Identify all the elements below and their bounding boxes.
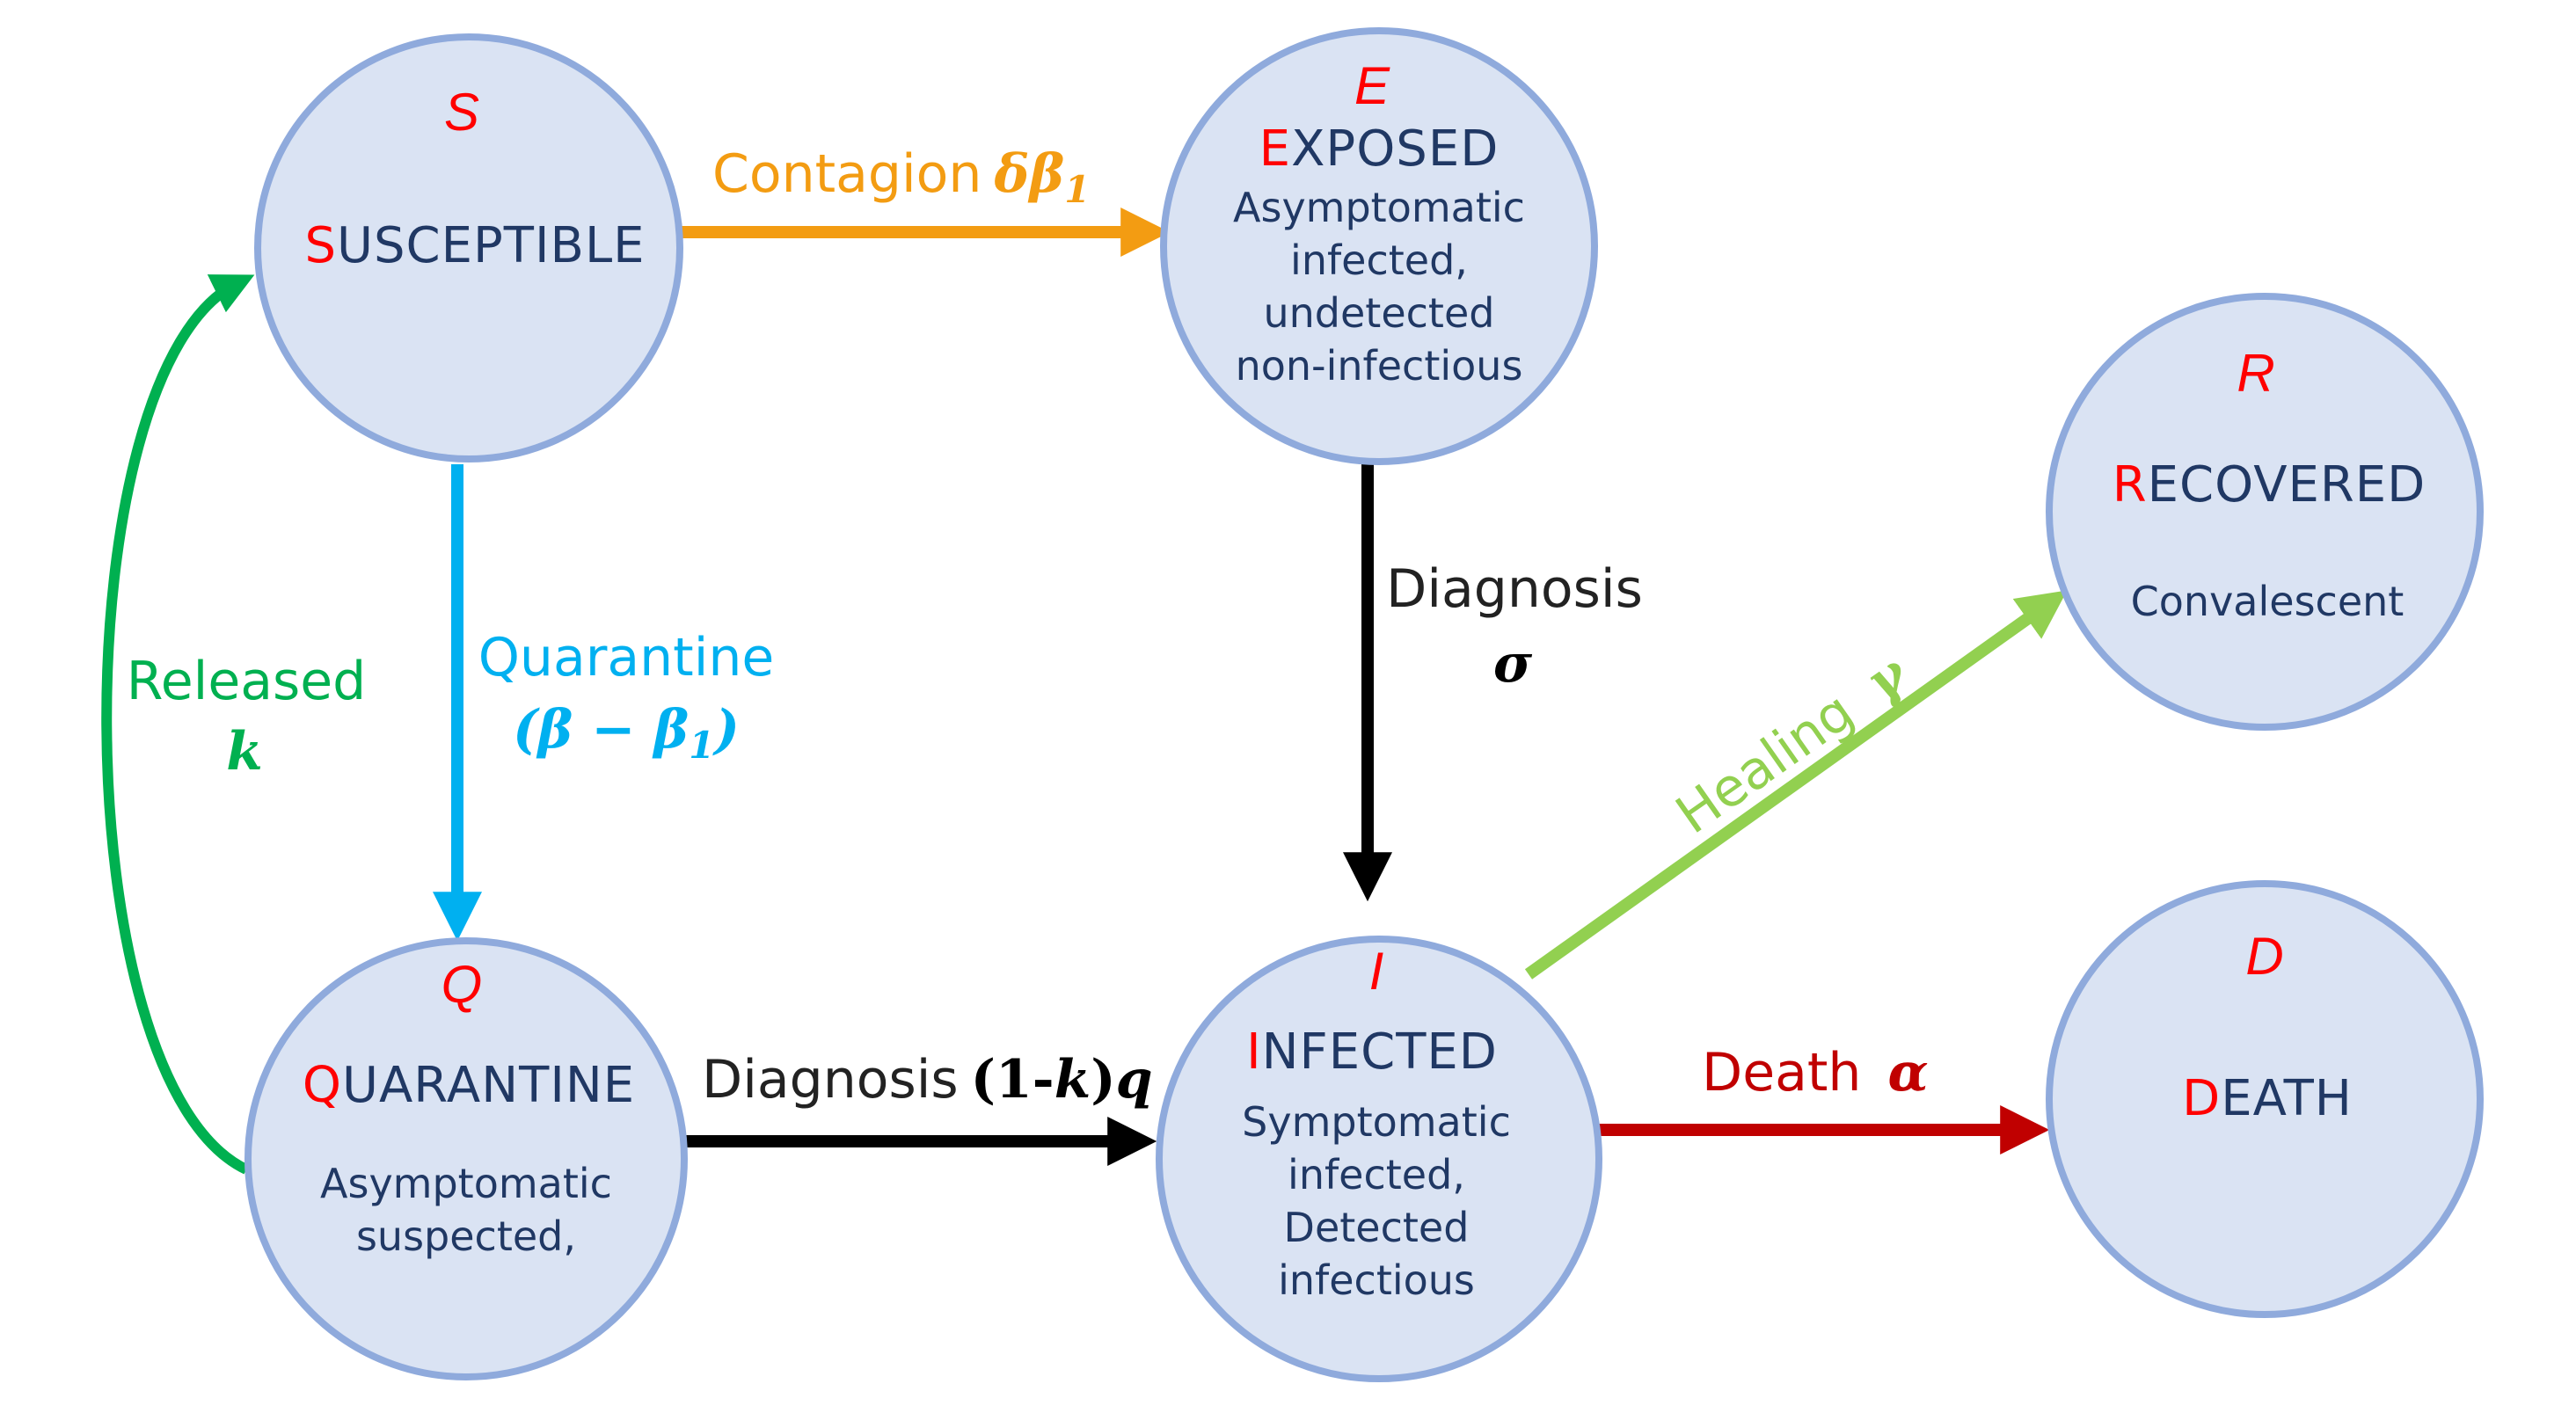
node-quarantine-rest: UARANTINE [342,1057,635,1114]
healing-label: Healingγ [1665,642,1919,846]
quarantine-formula: (β − β1) [513,699,740,767]
node-quarantine-title: QUARANTINE [303,1057,635,1114]
node-recovered-circle [2046,293,2484,731]
node-recovered-initial: R [2113,456,2148,513]
node-death-title: DEATH [2182,1070,2353,1127]
node-quarantine-initial: Q [303,1057,342,1114]
node-quarantine-desc-2: suspected, [356,1213,576,1260]
node-exposed-title: EXPOSED [1259,120,1500,178]
node-infected-symbol: I [1369,942,1384,1001]
node-quarantine: Q QUARANTINE Asymptomatic suspected, [244,937,688,1380]
diagnosis-q-word: Diagnosis [702,1049,959,1111]
node-infected-desc-1: Symptomatic [1242,1098,1511,1146]
node-susceptible-title: SUSCEPTIBLE [304,217,645,274]
contagion-symbol: δβ [993,143,1064,205]
diagnosis-q-f1: (1- [971,1049,1054,1111]
node-recovered-symbol: R [2237,344,2274,403]
diagnosis-q-f2: k [1054,1049,1091,1111]
diagnosis-q-f3: ) [1091,1049,1115,1111]
node-exposed-rest: XPOSED [1291,120,1499,178]
node-infected-title: INFECTED [1246,1023,1498,1081]
diagnosis-sigma-label: Diagnosis [1386,558,1643,620]
node-infected-desc-2: infected, [1288,1151,1465,1198]
released-arrow [101,274,255,1175]
node-recovered-title: RECOVERED [2113,456,2426,513]
released-symbol: k [226,721,263,783]
node-quarantine-symbol: Q [441,955,483,1014]
node-exposed-desc-2: infected, [1290,237,1468,284]
contagion-sub: 1 [1064,168,1090,211]
node-quarantine-desc-1: Asymptomatic [320,1160,612,1207]
death-word: Death [1702,1042,1861,1103]
node-recovered-rest: ECOVERED [2148,456,2426,513]
diagnosis-q-label: Diagnosis(1-k)q [702,1049,1153,1111]
node-infected-desc-4: infectious [1278,1256,1475,1304]
node-susceptible: S SUSCEPTIBLE [254,33,683,463]
node-death-symbol: D [2245,927,2283,986]
diagnosis-sigma-symbol: σ [1493,633,1533,695]
quarantine-formula-a: (β − β [513,699,689,761]
node-recovered-desc-1: Convalescent [2131,578,2405,625]
quarantine-formula-b: ) [712,699,739,761]
node-susceptible-circle [254,33,683,463]
node-infected: I INFECTED Symptomatic infected, Detecte… [1156,936,1602,1382]
node-susceptible-symbol: S [444,83,479,142]
node-death-initial: D [2182,1070,2221,1127]
node-infected-initial: I [1246,1023,1262,1081]
node-susceptible-initial: S [304,217,337,274]
node-exposed-desc-1: Asymptomatic [1233,184,1525,231]
death-symbol: α [1887,1042,1928,1103]
node-exposed-desc-3: undetected [1264,289,1495,337]
node-exposed-symbol: E [1354,56,1390,115]
healing-arrow [1524,590,2068,980]
released-label: Released [127,651,367,712]
node-exposed: E EXPOSED Asymptomatic infected, undetec… [1160,27,1598,465]
healing-label-group: Healingγ [1665,642,1919,846]
node-recovered: R RECOVERED Convalescent [2046,293,2484,731]
node-infected-desc-3: Detected [1284,1204,1470,1251]
node-quarantine-circle [244,937,688,1380]
node-infected-circle [1156,936,1602,1382]
quarantine-formula-sub: 1 [689,724,714,767]
node-susceptible-rest: USCEPTIBLE [337,217,646,274]
node-death-rest: EATH [2221,1070,2353,1127]
node-exposed-initial: E [1259,120,1291,178]
node-death-circle [2046,880,2484,1318]
node-exposed-desc-4: non-infectious [1236,342,1523,390]
node-death: D DEATH [2046,880,2484,1318]
node-infected-rest: NFECTED [1262,1023,1498,1081]
contagion-word: Contagion [712,143,982,205]
diagnosis-q-f4: q [1116,1049,1153,1111]
node-exposed-circle [1160,27,1598,465]
quarantine-label: Quarantine [478,627,775,688]
